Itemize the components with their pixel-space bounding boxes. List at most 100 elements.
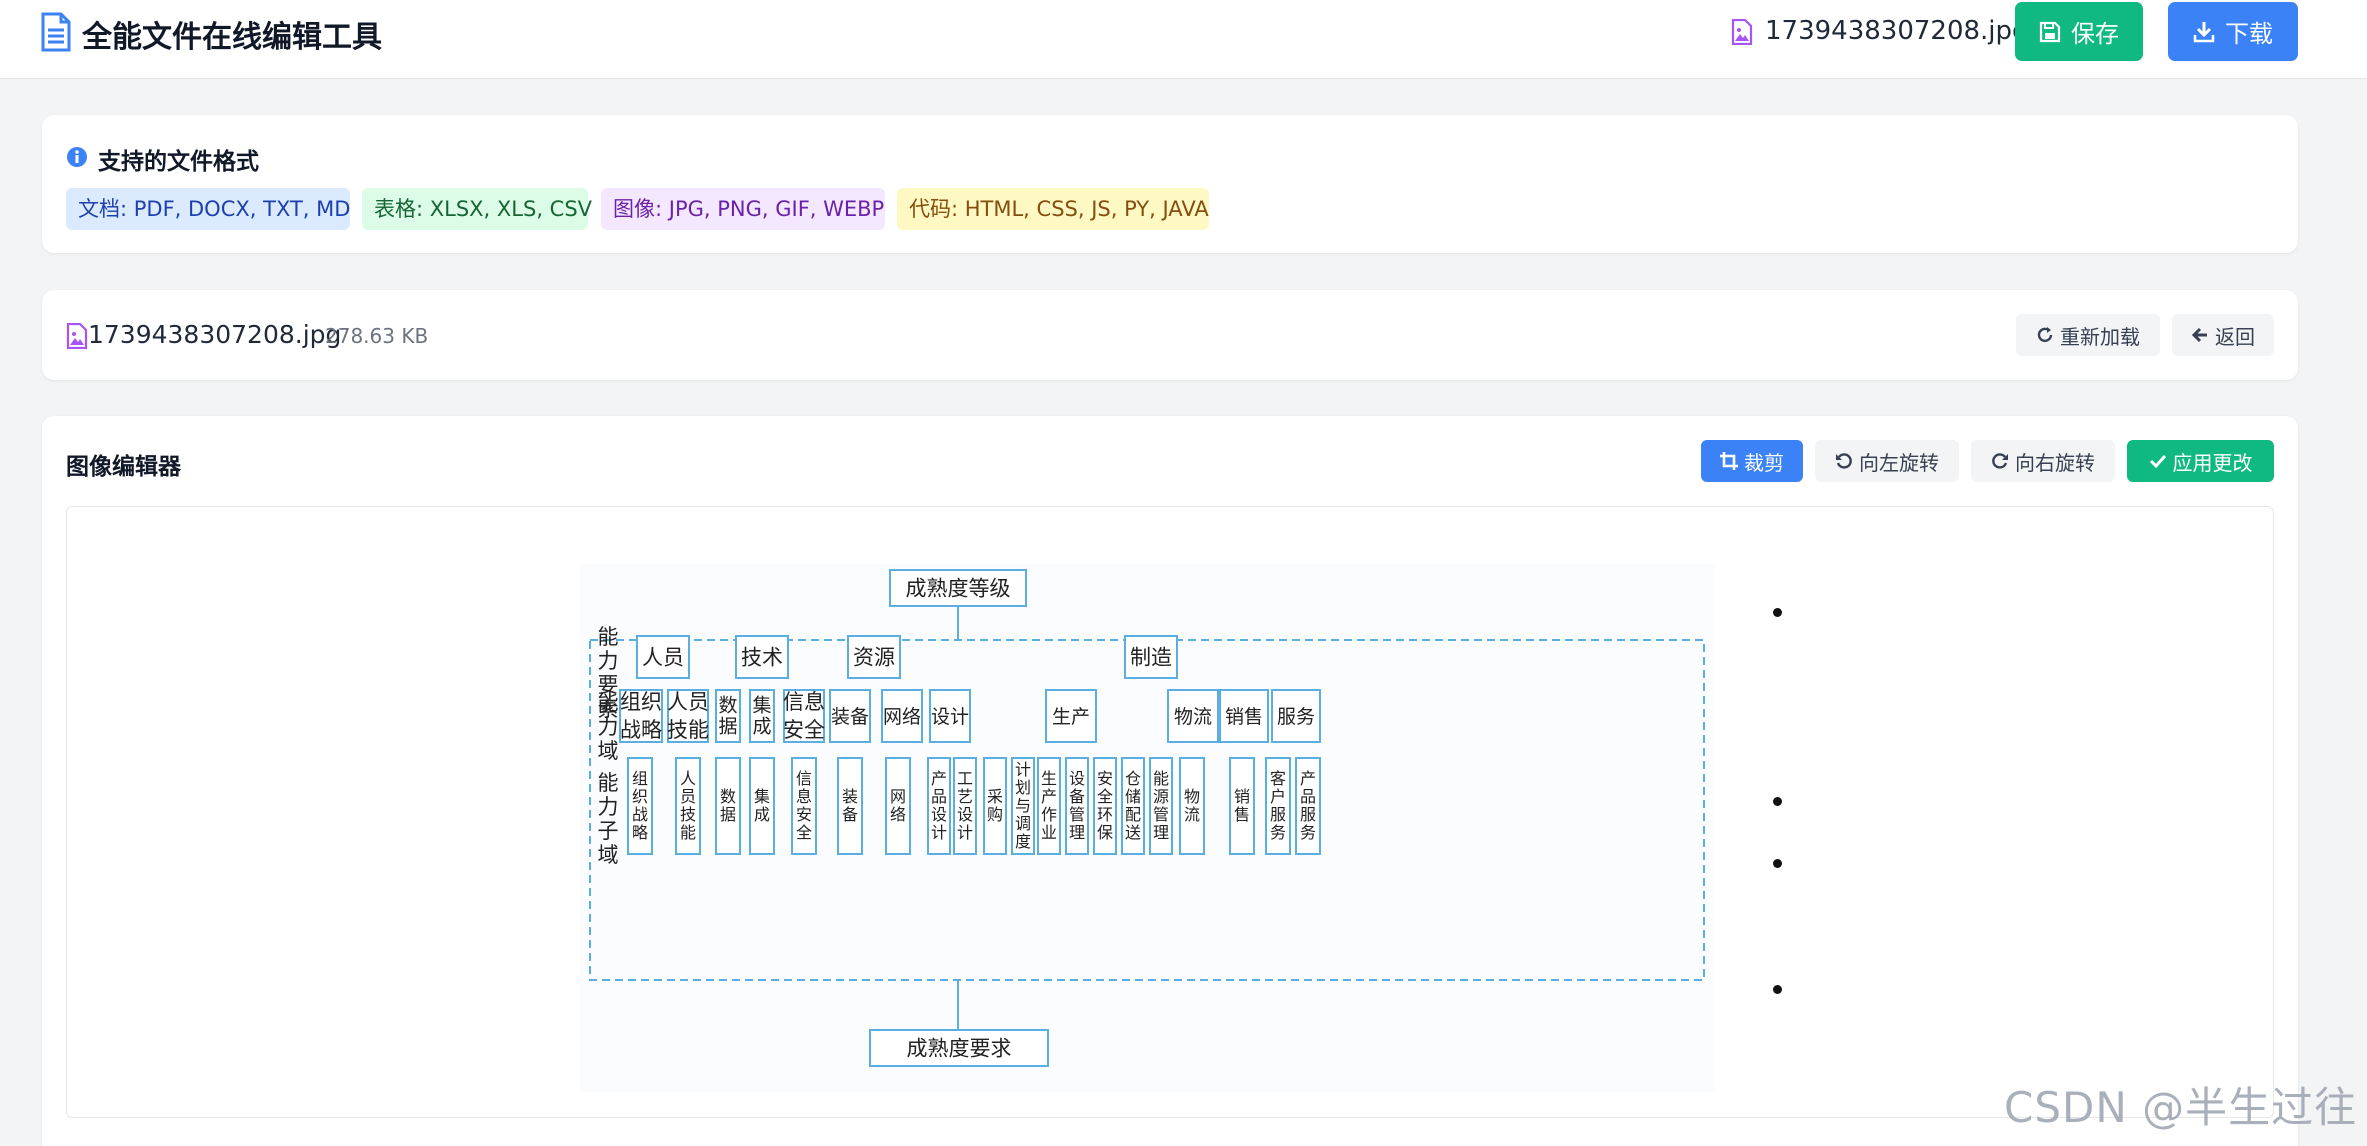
- subdomain-11-text: 业: [1041, 823, 1057, 842]
- element-2-text: 资源: [853, 646, 895, 670]
- subdomain-8-text: 设: [957, 805, 973, 824]
- subdomain-13-box: [1093, 757, 1117, 855]
- domain-0-box: [619, 689, 663, 743]
- subdomain-15-text: 能: [1153, 769, 1169, 788]
- subdomain-18-text: 客: [1270, 769, 1286, 788]
- subdomain-8-text: 计: [957, 823, 973, 842]
- subdomain-11-text: 生: [1041, 769, 1057, 788]
- domain-1-box: [667, 689, 709, 743]
- domain-0-text: 组织: [620, 690, 662, 714]
- domain-8-text: 生产: [1052, 706, 1090, 728]
- file-size: 278.63 KB: [325, 324, 429, 348]
- edited-image[interactable]: 成熟度等级成熟度要求能力要素能力域能力子域人员技术资源制造组织战略人员技能数据集…: [580, 564, 1714, 1092]
- rotate-left-button[interactable]: 向左旋转: [1815, 440, 1959, 482]
- element-0-box: [636, 635, 690, 679]
- bullet: [1773, 797, 1782, 806]
- diagram-svg: 成熟度等级成熟度要求能力要素能力域能力子域人员技术资源制造组织战略人员技能数据集…: [589, 569, 1705, 1067]
- element-2-box: [847, 635, 901, 679]
- watermark: CSDN @半生过往: [2004, 1083, 2358, 1132]
- domain-2-text: 数: [718, 694, 737, 716]
- subdomain-5-text: 备: [842, 805, 858, 824]
- subdomain-10-box: [1011, 757, 1035, 855]
- subdomain-13-text: 环: [1097, 805, 1113, 824]
- subdomain-2-text: 据: [720, 805, 736, 824]
- crop-icon: [1720, 452, 1738, 470]
- back-button[interactable]: 返回: [2172, 314, 2274, 356]
- subdomain-12-box: [1065, 757, 1089, 855]
- subdomain-17-box: [1229, 757, 1255, 855]
- supported-formats-card: [42, 115, 2298, 253]
- reload-button[interactable]: 重新加载: [2016, 314, 2160, 356]
- save-icon: [2039, 21, 2061, 43]
- crop-button[interactable]: 裁剪: [1701, 440, 1803, 482]
- domain-3-text: 集: [752, 694, 771, 716]
- bullet: [1773, 859, 1782, 868]
- subdomain-19-text: 产: [1300, 769, 1316, 788]
- row-label-text: 能: [598, 691, 619, 715]
- diagram-lines: [589, 606, 1705, 1030]
- subdomain-1-text: 人: [680, 769, 696, 788]
- subdomain-14-text: 送: [1125, 823, 1141, 842]
- domain-11-box: [1271, 689, 1321, 743]
- subdomain-0-text: 战: [632, 805, 648, 824]
- subdomain-0-box: [627, 757, 653, 855]
- domain-10-text: 销售: [1225, 706, 1263, 728]
- subdomain-16-box: [1179, 757, 1205, 855]
- download-button-label: 下载: [2225, 20, 2273, 48]
- domain-7-box: [929, 689, 971, 743]
- crop-label: 裁剪: [1744, 450, 1784, 475]
- subdomain-13-text: 安: [1097, 769, 1113, 788]
- rotate-right-icon: [1991, 452, 2009, 470]
- bullet: [1773, 985, 1782, 994]
- subdomain-6-text: 络: [890, 805, 906, 824]
- apply-changes-button[interactable]: 应用更改: [2127, 440, 2274, 482]
- apply-label: 应用更改: [2172, 450, 2253, 475]
- domain-5-box: [829, 689, 871, 743]
- subdomain-10-text: 划: [1015, 778, 1031, 797]
- domain-9-text: 物流: [1174, 706, 1212, 728]
- subdomain-10-text: 度: [1015, 832, 1031, 851]
- domain-9-box: [1167, 689, 1219, 743]
- subdomain-4-text: 全: [796, 823, 812, 842]
- domain-8-box: [1045, 689, 1097, 743]
- download-button[interactable]: 下载: [2168, 2, 2298, 61]
- subdomain-14-text: 配: [1125, 805, 1141, 824]
- rotate-right-button[interactable]: 向右旋转: [1971, 440, 2115, 482]
- subdomain-3-text: 集: [754, 787, 770, 806]
- subdomain-18-text: 户: [1270, 787, 1286, 806]
- row-label-text: 域: [598, 739, 619, 763]
- domain-4-box: [783, 689, 825, 743]
- subdomain-11-text: 作: [1041, 805, 1057, 824]
- format-tag-document: 文档: PDF, DOCX, TXT, MD: [66, 188, 350, 230]
- maturity-level-box: [889, 569, 1027, 607]
- subdomain-9-text: 购: [987, 805, 1003, 824]
- subdomain-10-text: 计: [1015, 760, 1031, 779]
- arrow-left-icon: [2191, 326, 2209, 344]
- subdomain-11-box: [1037, 757, 1061, 855]
- rotate-left-label: 向左旋转: [1859, 450, 1939, 475]
- subdomain-4-text: 信: [796, 769, 812, 788]
- subdomain-7-text: 设: [931, 805, 947, 824]
- subdomain-16-text: 物: [1184, 787, 1200, 806]
- subdomain-19-box: [1295, 757, 1321, 855]
- subdomain-5-text: 装: [842, 787, 858, 806]
- row-label-text: 域: [598, 843, 619, 867]
- element-1-box: [735, 635, 789, 679]
- subdomain-0-text: 略: [632, 823, 648, 842]
- domain-0-text: 战略: [620, 718, 662, 742]
- save-button[interactable]: 保存: [2015, 2, 2143, 61]
- subdomain-8-box: [953, 757, 977, 855]
- domain-2-text: 据: [718, 716, 737, 738]
- domain-11-text: 服务: [1277, 706, 1315, 728]
- subdomain-3-text: 成: [754, 805, 770, 824]
- row-label-text: 力: [598, 649, 619, 673]
- domain-5-text: 装备: [831, 706, 869, 728]
- domain-6-text: 网络: [883, 706, 921, 728]
- subdomain-9-box: [983, 757, 1007, 855]
- rotate-right-label: 向右旋转: [2015, 450, 2095, 475]
- domain-3-box: [749, 689, 775, 743]
- maturity-requirement-text: 成熟度要求: [907, 1037, 1012, 1061]
- check-icon: [2149, 452, 2167, 470]
- maturity-level-text: 成熟度等级: [906, 577, 1011, 601]
- domain-2-box: [715, 689, 741, 743]
